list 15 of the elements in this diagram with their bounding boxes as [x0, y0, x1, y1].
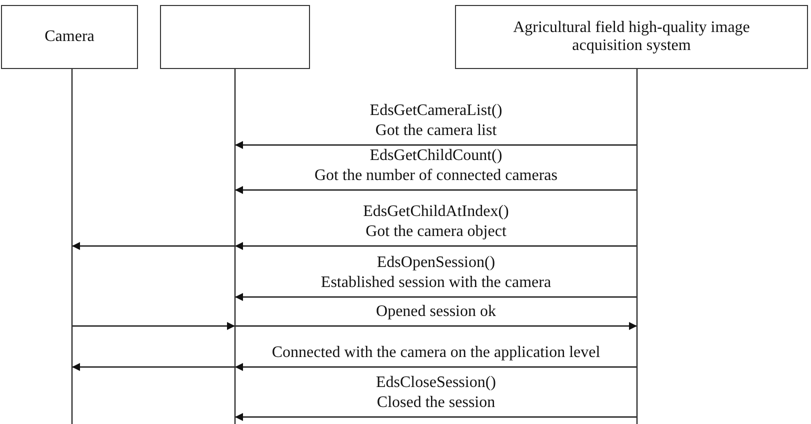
- message-arrow: [235, 293, 637, 301]
- participant-box: Camera: [1, 5, 138, 69]
- message-arrow: [235, 141, 637, 149]
- message-arrow: [235, 363, 637, 371]
- message-arrow: [72, 363, 235, 371]
- participant-box: Agricultural field high-quality image acquisition system: [455, 5, 808, 69]
- message-arrow: [72, 242, 235, 250]
- message-arrow: [235, 242, 637, 250]
- message-label: Connected with the camera on the application level: [272, 343, 600, 363]
- message-arrow: [235, 413, 637, 421]
- message-arrow: [235, 322, 637, 330]
- message-label: EdsGetChildAtIndex() Got the camera object: [363, 202, 509, 242]
- message-arrow: [72, 322, 235, 330]
- message-arrow: [235, 186, 637, 194]
- message-label: Opened session ok: [376, 302, 496, 322]
